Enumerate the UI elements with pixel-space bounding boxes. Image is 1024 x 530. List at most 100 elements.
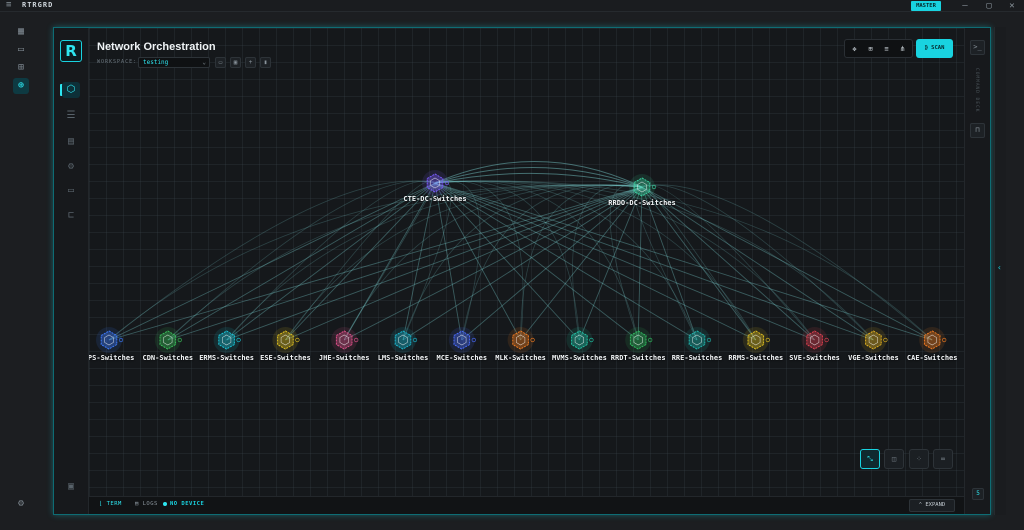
switch-node[interactable] — [390, 327, 418, 353]
tool-sidebar: R ⬡ ☰ ▤ ⚙ ▭ ⊏ ▣ — [54, 28, 89, 514]
maximize-button[interactable]: ▢ — [986, 1, 992, 11]
edge-layer — [108, 160, 933, 341]
workspace-select[interactable]: testing ⌄ — [138, 57, 210, 68]
globe-icon[interactable]: ⊕ — [13, 78, 29, 94]
switch-icon — [398, 334, 408, 346]
hub-link — [434, 160, 643, 188]
switch-node[interactable] — [919, 327, 947, 353]
port-icon — [295, 337, 300, 343]
graph-canvas[interactable]: Network Orchestration WORKSPACE: testing… — [89, 28, 964, 496]
node-glow — [684, 327, 710, 353]
switch-node[interactable] — [272, 327, 300, 353]
node-glow — [448, 327, 475, 353]
logs-label: LOGS — [142, 501, 158, 507]
cluster-icon[interactable]: ◫ — [884, 449, 904, 469]
switch-node[interactable] — [801, 327, 829, 353]
open-folder-icon[interactable]: ▭ — [215, 57, 226, 68]
file-icon[interactable]: ▤ — [67, 136, 75, 147]
node-label: ESE-Switches — [260, 354, 311, 362]
edge-arc — [641, 184, 933, 341]
switch-node[interactable] — [625, 327, 653, 353]
term-tab[interactable]: ⌊ TERM — [99, 501, 122, 507]
switch-node[interactable] — [96, 327, 124, 353]
switch-icon — [515, 334, 526, 346]
edge — [434, 182, 463, 341]
hub-node[interactable] — [422, 170, 450, 196]
node-glow — [331, 327, 358, 353]
infinity-icon[interactable]: ∞ — [933, 449, 953, 469]
collapse-panel-tab[interactable]: ‹ — [994, 27, 1006, 515]
node-hex-icon — [923, 330, 941, 350]
scan-button[interactable]: ⟫ SCAN — [916, 39, 953, 58]
app-rail: ▦ ▭ ⊞ ⊕ ⚙ — [0, 12, 42, 530]
focus-icon[interactable]: ⁘ — [909, 449, 929, 469]
status-dot-icon — [163, 501, 167, 506]
network-graph[interactable] — [89, 28, 964, 496]
switch-node[interactable] — [566, 327, 594, 353]
switch-node[interactable] — [860, 327, 888, 353]
node-hex-icon — [688, 330, 706, 350]
mode-badge[interactable]: MASTER — [911, 1, 941, 11]
save-icon[interactable]: ▣ — [230, 57, 241, 68]
settings-icon[interactable]: ⚙ — [67, 161, 75, 172]
switch-node[interactable] — [448, 327, 476, 353]
lock-icon[interactable]: ⊓ — [970, 123, 985, 138]
topology-icon[interactable]: ⊏ — [67, 210, 75, 221]
switch-icon — [104, 334, 114, 346]
switch-icon — [574, 334, 585, 346]
switch-node[interactable] — [507, 327, 535, 353]
node-hex-icon — [277, 330, 294, 350]
edge — [641, 186, 933, 341]
graph-toolbar: ✥ ⊞ ≡ ⋔ — [844, 39, 913, 58]
hamburger-icon[interactable]: ≡ — [6, 0, 12, 10]
hierarchy-icon[interactable]: ⋔ — [899, 45, 906, 53]
term-label: TERM — [106, 501, 122, 507]
switch-icon — [633, 334, 643, 346]
terminal-prompt-icon[interactable]: >_ — [970, 40, 985, 55]
edge-arc — [520, 184, 643, 341]
edge — [434, 182, 874, 341]
folder-icon[interactable]: ▣ — [67, 481, 75, 492]
switch-node[interactable] — [331, 327, 359, 353]
move-icon[interactable]: ✥ — [852, 45, 857, 53]
gear-icon[interactable]: ⚙ — [17, 498, 25, 509]
app-logo: R — [60, 40, 82, 62]
switch-icon — [927, 334, 937, 346]
switch-node[interactable] — [154, 327, 182, 353]
switch-node[interactable] — [742, 327, 770, 353]
node-label: RRE-Switches — [671, 354, 723, 362]
edge-arc — [285, 184, 643, 341]
network-icon[interactable]: ⬡ — [62, 82, 80, 98]
port-icon — [648, 337, 653, 343]
switch-node[interactable] — [213, 327, 241, 353]
node-glow — [801, 327, 828, 353]
logs-tab[interactable]: ▤ LOGS — [135, 501, 158, 507]
switch-icon — [809, 334, 820, 346]
grid-view-icon[interactable]: ⊞ — [868, 45, 873, 53]
database-icon[interactable]: ☰ — [66, 110, 76, 121]
link-icon[interactable]: ⤡ — [860, 449, 880, 469]
node-hex-icon — [426, 173, 444, 193]
expand-button[interactable]: ⌃ EXPAND — [909, 499, 955, 512]
edge — [434, 182, 521, 341]
edge — [578, 186, 643, 341]
grid-icon[interactable]: ▦ — [17, 26, 25, 37]
edge-arc — [572, 184, 643, 341]
device-status: NO DEVICE — [163, 501, 204, 507]
delete-icon[interactable]: ▮ — [260, 57, 271, 68]
hub-node[interactable] — [629, 174, 657, 200]
close-button[interactable]: ✕ — [1009, 1, 1015, 11]
node-label: CDN-Switches — [142, 354, 194, 362]
minimize-button[interactable]: — — [962, 1, 968, 11]
edge — [434, 182, 580, 341]
edge-arc — [108, 184, 643, 341]
terminal-icon[interactable]: ▭ — [67, 185, 75, 196]
node-label: CAE-Switches — [906, 354, 958, 362]
switch-node[interactable] — [684, 327, 712, 353]
add-icon[interactable]: + — [245, 57, 256, 68]
apps-icon[interactable]: ⊞ — [17, 62, 25, 73]
port-icon — [471, 337, 476, 343]
edge — [226, 182, 436, 341]
list-view-icon[interactable]: ≡ — [884, 45, 889, 53]
monitor-icon[interactable]: ▭ — [17, 44, 25, 55]
